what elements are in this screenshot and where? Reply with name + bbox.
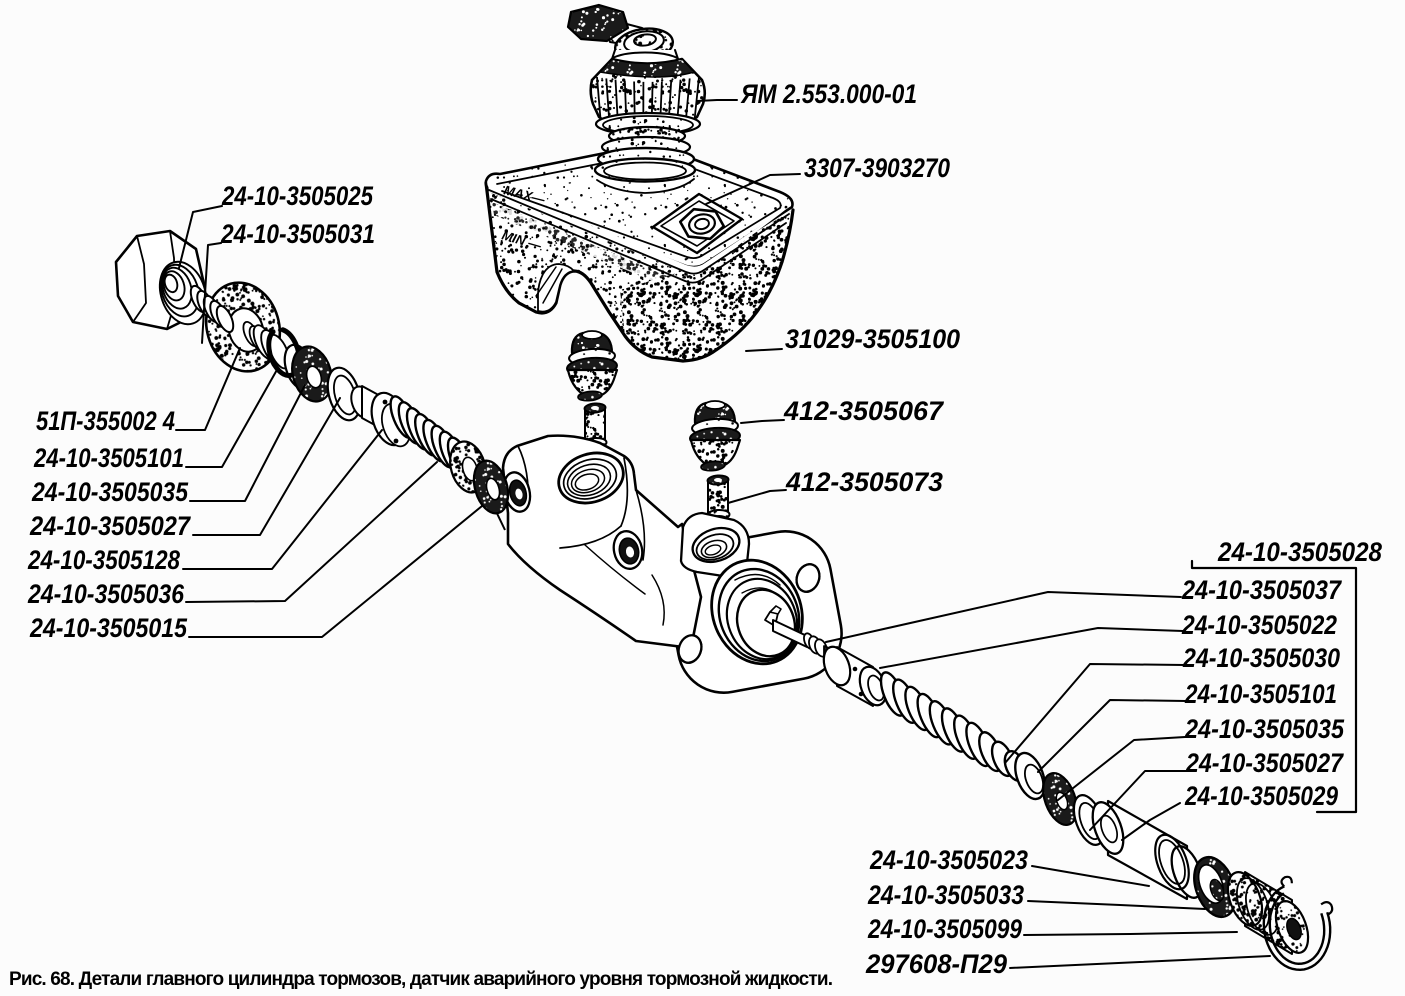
- svg-text:24-10-3505099: 24-10-3505099: [867, 914, 1022, 944]
- svg-text:24-10-3505101: 24-10-3505101: [1184, 679, 1337, 709]
- svg-text:24-10-3505027: 24-10-3505027: [29, 511, 191, 541]
- svg-text:24-10-3505030: 24-10-3505030: [1182, 643, 1340, 673]
- svg-text:24-10-3505029: 24-10-3505029: [1184, 781, 1338, 811]
- svg-text:24-10-3505036: 24-10-3505036: [27, 579, 184, 609]
- svg-text:24-10-3505101: 24-10-3505101: [33, 443, 184, 473]
- svg-text:3307-3903270: 3307-3903270: [804, 153, 950, 183]
- svg-text:24-10-3505031: 24-10-3505031: [220, 219, 375, 249]
- svg-text:Рис. 68. Детали главного цилин: Рис. 68. Детали главного цилиндра тормоз…: [9, 969, 833, 990]
- svg-text:24-10-3505128: 24-10-3505128: [27, 545, 180, 575]
- svg-text:24-10-3505025: 24-10-3505025: [221, 181, 374, 211]
- svg-text:297608-П29: 297608-П29: [865, 949, 1007, 979]
- svg-text:31029-3505100: 31029-3505100: [785, 324, 960, 354]
- svg-text:24-10-3505037: 24-10-3505037: [1181, 575, 1342, 605]
- svg-text:24-10-3505033: 24-10-3505033: [867, 880, 1024, 910]
- svg-text:24-10-3505015: 24-10-3505015: [29, 613, 188, 643]
- svg-text:412-3505073: 412-3505073: [785, 467, 943, 497]
- svg-text:24-10-3505022: 24-10-3505022: [1181, 610, 1337, 640]
- svg-text:51П-355002 4: 51П-355002 4: [36, 406, 175, 436]
- svg-text:24-10-3505035: 24-10-3505035: [31, 477, 189, 507]
- svg-text:412-3505067: 412-3505067: [783, 396, 944, 426]
- svg-text:ЯМ 2.553.000-01: ЯМ 2.553.000-01: [740, 79, 917, 109]
- svg-text:24-10-3505028: 24-10-3505028: [1217, 537, 1382, 567]
- svg-text:24-10-3505023: 24-10-3505023: [869, 845, 1028, 875]
- svg-text:24-10-3505027: 24-10-3505027: [1185, 748, 1344, 778]
- svg-text:24-10-3505035: 24-10-3505035: [1184, 714, 1345, 744]
